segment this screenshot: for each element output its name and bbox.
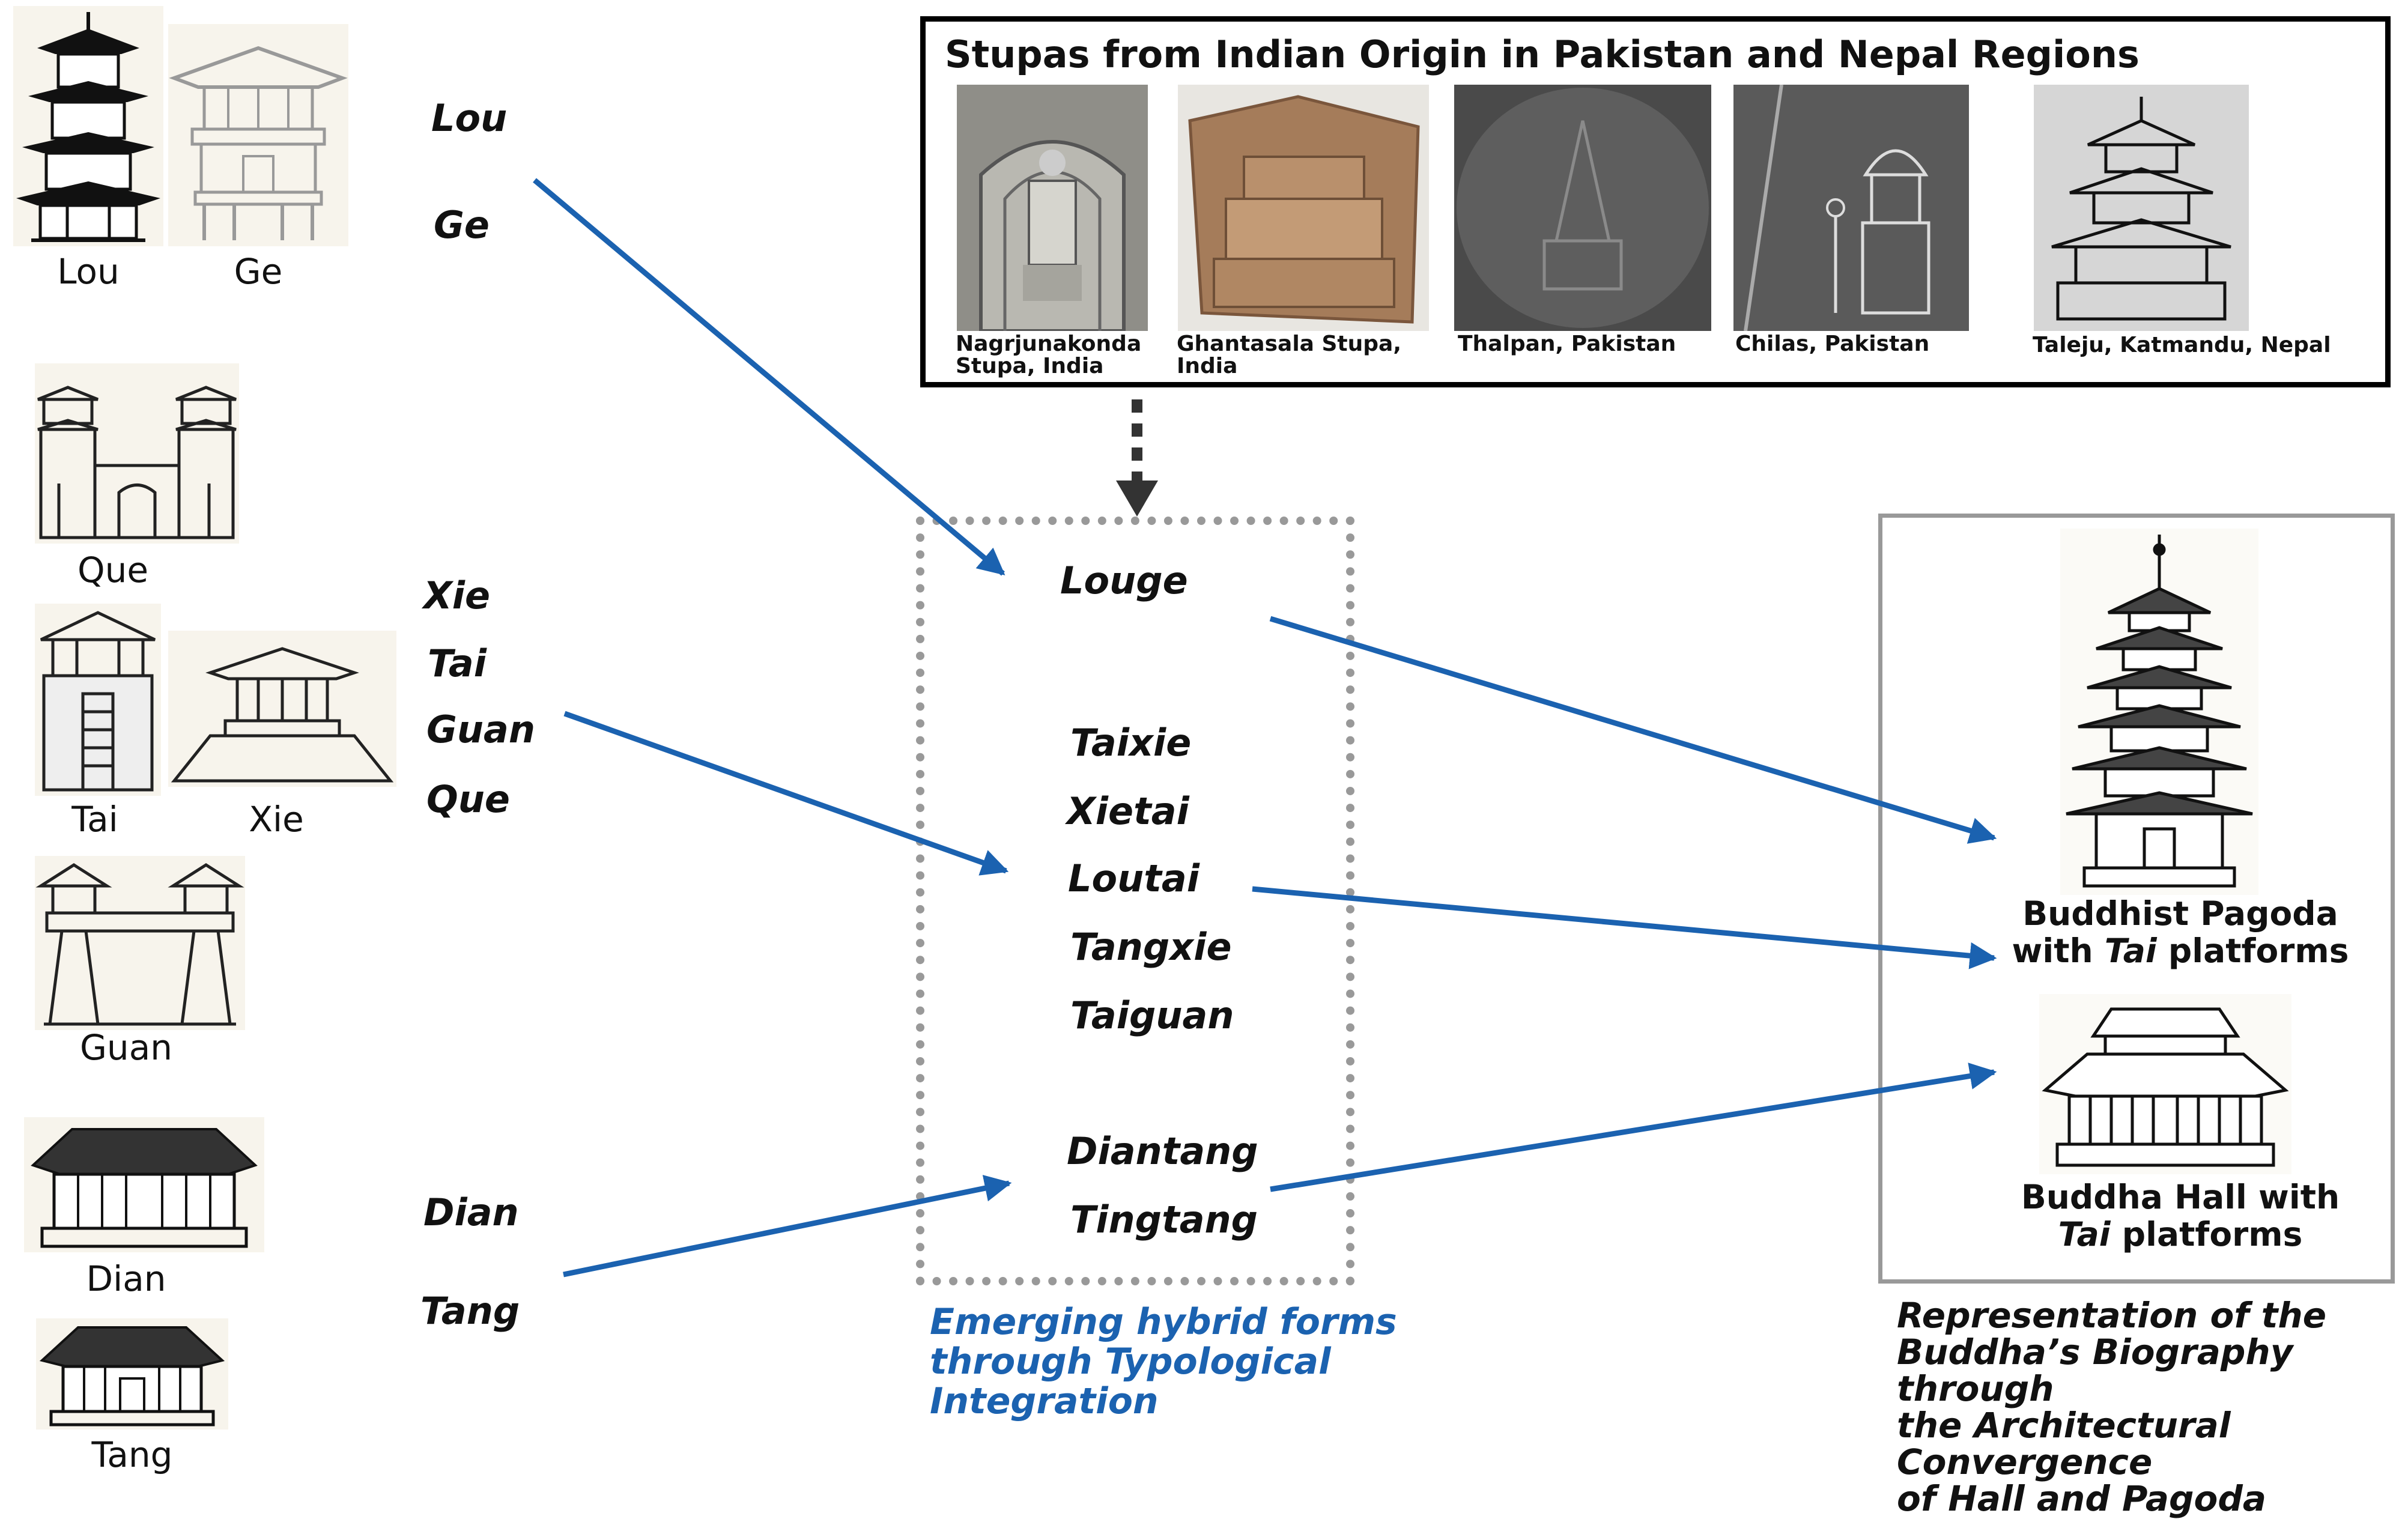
caption-chilas: Chilas, Pakistan [1735, 332, 1930, 356]
hybrid-xietai: Xietai [1067, 789, 1189, 833]
guan-tower-icon [35, 856, 245, 1030]
guan-image-label: Guan [79, 1027, 172, 1068]
photo-ghantasala [1178, 85, 1429, 331]
dotted-arrow-stupa-to-hybrid [1116, 399, 1158, 517]
tang-building-image [36, 1318, 228, 1430]
pagoda-caption: Buddhist Pagoda with Tai platforms [2012, 894, 2349, 970]
term-ge: Ge [434, 203, 490, 247]
xie-image-label: Xie [249, 799, 304, 840]
que-gate-icon [35, 363, 239, 544]
dian-building-image [24, 1117, 264, 1252]
hybrid-diantang: Diantang [1067, 1129, 1258, 1173]
hybrid-loutai: Loutai [1068, 857, 1199, 900]
que-building-image [35, 363, 239, 544]
lou-building-image [13, 6, 163, 246]
lou-tower-icon [13, 6, 163, 246]
term-guan: Guan [426, 708, 536, 751]
pagoda-sketch-icon [2034, 85, 2249, 331]
guan-building-image [35, 856, 245, 1030]
pagoda-icon [2060, 529, 2258, 895]
buddhist-pagoda-image [2060, 529, 2258, 895]
hybrid-louge: Louge [1060, 559, 1188, 602]
term-xie: Xie [423, 574, 491, 617]
stupa-panel-title: Stupas from Indian Origin in Pakistan an… [945, 32, 2140, 76]
xie-pavilion-icon [168, 631, 396, 787]
hybrid-taixie: Taixie [1070, 721, 1192, 765]
xie-building-image [168, 631, 396, 787]
hybrid-tingtang: Tingtang [1070, 1198, 1258, 1242]
output-caption: Representation of the Buddha’s Biography… [1897, 1295, 2327, 1519]
lou-image-label: Lou [57, 251, 120, 292]
stupa-petroglyph-icon [1454, 85, 1711, 331]
hall-icon [2039, 994, 2291, 1174]
dian-hall-icon [24, 1117, 264, 1252]
buddha-hall-image [2039, 994, 2291, 1174]
term-lou: Lou [431, 96, 508, 140]
stupa-carving-icon [1733, 85, 1969, 331]
caption-thalpan: Thalpan, Pakistan [1458, 332, 1676, 356]
hybrid-tangxie: Tangxie [1070, 925, 1232, 969]
tai-image-label: Tai [71, 799, 118, 840]
hybrid-taiguan: Taiguan [1070, 993, 1234, 1037]
ge-building-image [168, 24, 348, 246]
term-tang: Tang [420, 1289, 520, 1333]
hall-caption: Buddha Hall with Tai platforms [2021, 1178, 2340, 1254]
term-que: Que [426, 777, 510, 821]
photo-chilas [1733, 85, 1969, 331]
photo-thalpan [1454, 85, 1711, 331]
tang-image-label: Tang [91, 1434, 173, 1475]
tai-platform-icon [35, 604, 161, 796]
photo-nagrjunakonda [957, 85, 1148, 331]
photo-taleju [2034, 85, 2249, 331]
ge-image-label: Ge [234, 251, 283, 292]
caption-nagrjunakonda: Nagrjunakonda Stupa, India [956, 332, 1142, 378]
stupa-relief-icon [957, 85, 1148, 331]
que-image-label: Que [77, 550, 149, 590]
tang-hall-icon [36, 1318, 228, 1430]
dian-image-label: Dian [86, 1258, 166, 1299]
caption-taleju: Taleju, Katmandu, Nepal [2033, 333, 2331, 357]
caption-ghantasala: Ghantasala Stupa, India [1177, 332, 1401, 378]
term-tai: Tai [428, 641, 487, 685]
hybrid-caption: Emerging hybrid forms through Typologica… [930, 1301, 1397, 1422]
tai-building-image [35, 604, 161, 796]
term-dian: Dian [423, 1190, 519, 1234]
stupa-stone-icon [1178, 85, 1429, 331]
stupa-panel: Stupas from Indian Origin in Pakistan an… [920, 16, 2391, 387]
ge-pavilion-icon [168, 24, 348, 246]
